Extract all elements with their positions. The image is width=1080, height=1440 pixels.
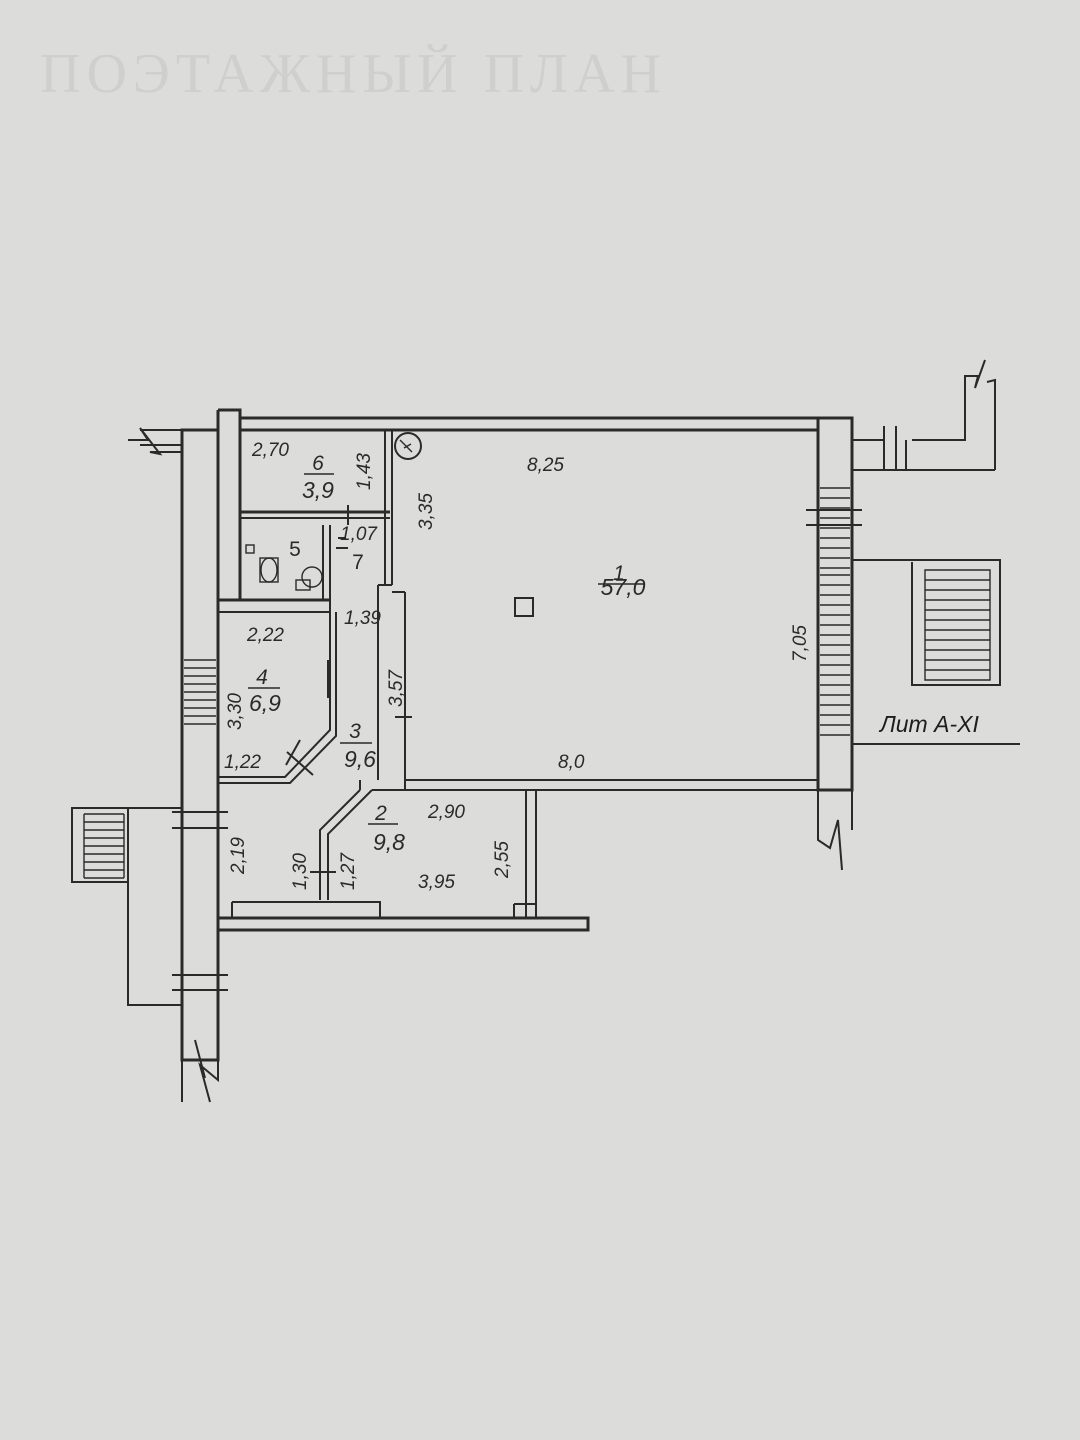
room-7-number: 7 — [352, 551, 364, 574]
dim-2-22: 2,22 — [246, 625, 284, 646]
room-3-area: 9,6 — [344, 746, 376, 772]
toilet-icon — [260, 557, 278, 583]
sink-cabinet-icon — [295, 579, 311, 591]
room-1-area: 57,0 — [601, 574, 646, 600]
dim-1-22: 1,22 — [224, 752, 261, 773]
dimension-labels: 2,70 1,43 1,07 3,35 8,25 1,39 2,22 3,30 … — [224, 440, 811, 893]
outer-walls — [71, 359, 1020, 1103]
dim-2-19: 2,19 — [228, 837, 249, 875]
building-label: Лит A-XI — [878, 711, 979, 737]
dim-1-43: 1,43 — [354, 453, 375, 490]
room-5-number: 5 — [289, 538, 301, 561]
room-4-number: 4 — [256, 666, 268, 689]
dim-8-0: 8,0 — [558, 752, 585, 773]
right-exterior-stair — [924, 569, 991, 681]
room-6-number: 6 — [312, 452, 324, 475]
dim-7-05: 7,05 — [790, 625, 811, 662]
column-icon — [514, 597, 534, 617]
dim-2-70: 2,70 — [251, 440, 289, 461]
socket-icon — [245, 544, 255, 554]
dim-2-90: 2,90 — [427, 802, 465, 823]
dim-2-55: 2,55 — [492, 841, 513, 879]
room-3-number: 3 — [349, 720, 361, 743]
room-1-number: 1 — [613, 562, 625, 585]
dim-1-39: 1,39 — [344, 608, 381, 629]
dim-1-07: 1,07 — [340, 524, 378, 545]
dim-3-30: 3,30 — [225, 693, 246, 730]
room-4-area: 6,9 — [249, 690, 281, 716]
fixtures — [245, 432, 534, 698]
dim-3-95: 3,95 — [418, 872, 455, 893]
dim-3-57: 3,57 — [386, 669, 407, 707]
room-2-number: 2 — [374, 802, 387, 825]
room-6-area: 3,9 — [302, 477, 334, 503]
dim-1-27: 1,27 — [338, 852, 359, 890]
dim-3-35: 3,35 — [416, 493, 437, 530]
ghost-header: ПОЭТАЖНЫЙ ПЛАН — [40, 43, 667, 105]
dim-1-30: 1,30 — [290, 853, 311, 890]
dim-8-25: 8,25 — [527, 455, 564, 476]
sink-icon — [301, 566, 323, 588]
room-2-area: 9,8 — [373, 829, 405, 855]
gas-meter-icon — [394, 432, 422, 460]
partitions — [217, 430, 818, 918]
radiator-icon — [327, 660, 331, 698]
room-labels: 1 57,0 2 9,8 3 9,6 4 6,9 5 6 3,9 7 — [248, 452, 646, 855]
